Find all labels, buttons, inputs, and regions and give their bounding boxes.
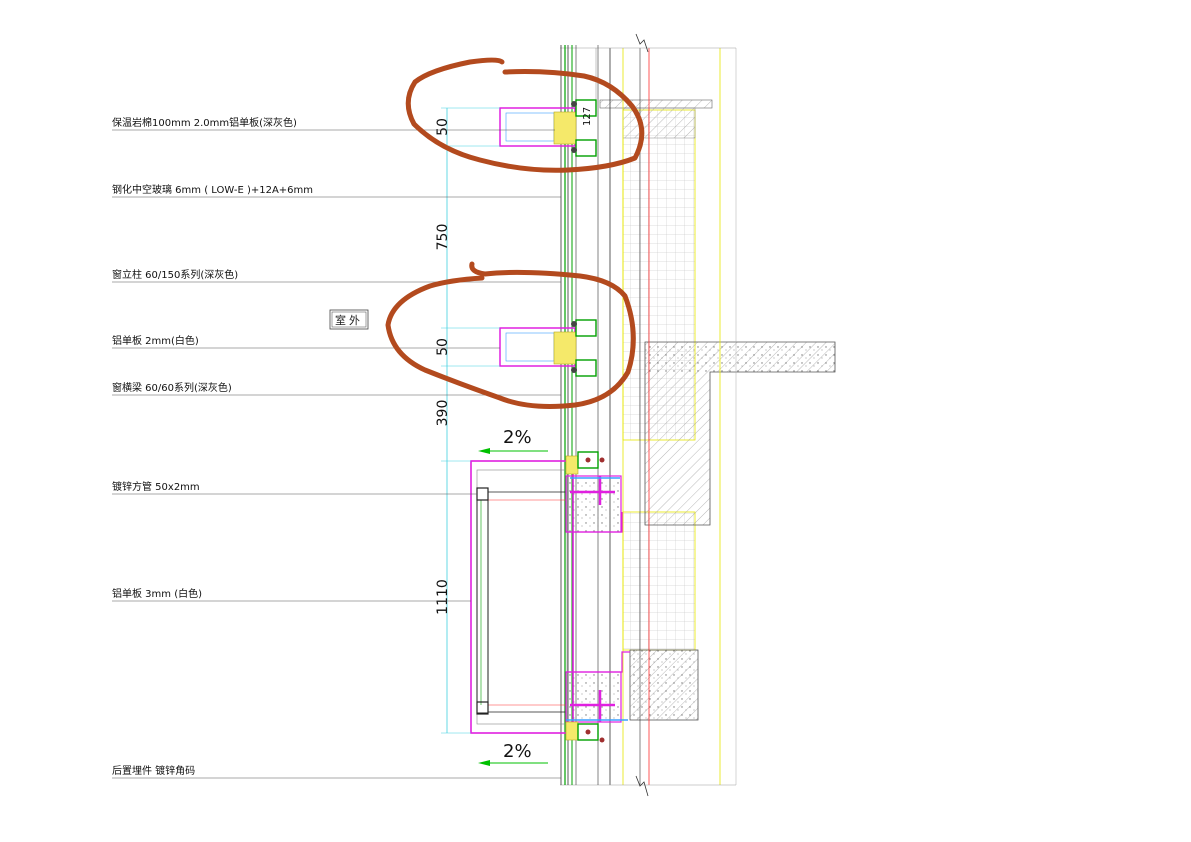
dim-1110: 1110 <box>435 579 451 615</box>
dimension-chain: 50 750 50 390 1110 <box>435 107 500 734</box>
wall-grid-lower <box>622 511 696 651</box>
slab-overlay-dots <box>645 342 835 372</box>
label-embed: 后置埋件 镀锌角码 <box>112 764 195 777</box>
slope-lower-text: 2% <box>503 741 532 762</box>
slope-lower: 2% <box>478 741 548 766</box>
break-mark-bottom <box>635 775 649 797</box>
label-panel-2mm: 铝单板 2mm(白色) <box>112 334 199 347</box>
break-mark-top <box>635 33 649 53</box>
small-tag: 127 <box>582 107 593 126</box>
dim-390: 390 <box>435 400 451 427</box>
label-transom: 窗横梁 60/60系列(深灰色) <box>112 381 232 394</box>
dim-50-top: 50 <box>435 118 451 136</box>
middle-transom <box>499 319 597 377</box>
room-tag-text: 室外 <box>335 313 363 327</box>
label-mullion: 窗立柱 60/150系列(深灰色) <box>112 268 238 281</box>
label-insulation: 保温岩棉100mm 2.0mm铝单板(深灰色) <box>112 116 297 129</box>
label-panel-3mm: 铝单板 3mm (白色) <box>112 587 202 600</box>
dim-750: 750 <box>435 224 451 251</box>
callouts: 保温岩棉100mm 2.0mm铝单板(深灰色) 钢化中空玻璃 6mm ( LOW… <box>112 116 561 779</box>
label-square-tube: 镀锌方管 50x2mm <box>112 480 200 493</box>
lower-concrete-dots <box>630 650 698 720</box>
annotation-circle-middle <box>385 261 636 409</box>
label-glass: 钢化中空玻璃 6mm ( LOW-E )+12A+6mm <box>112 183 313 196</box>
wall-structure <box>560 33 836 797</box>
room-tag: 室外 <box>329 309 369 330</box>
slope-upper-text: 2% <box>503 427 532 448</box>
top-slab-hatch <box>599 99 713 109</box>
square-tube-left <box>476 487 489 714</box>
dim-50-mid: 50 <box>435 338 451 356</box>
hand-annotations <box>385 57 645 409</box>
annotation-circle-upper <box>405 57 645 173</box>
slab-edge-box <box>470 451 630 743</box>
upper-transom: 127 <box>499 99 597 157</box>
slope-upper: 2% <box>478 427 548 454</box>
